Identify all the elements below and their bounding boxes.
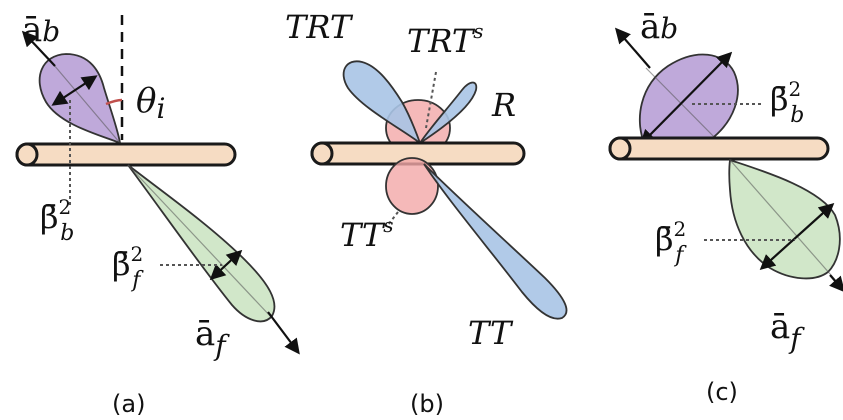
tt-s-lobe [385, 157, 439, 215]
trt-lobe [342, 60, 422, 146]
trt-s-label: TRTs [407, 19, 483, 60]
forward-lobe-axis [127, 164, 273, 319]
trt-s-lobe [419, 81, 478, 144]
a-b-label-c: āb [640, 7, 678, 47]
tt-s-leader [387, 211, 399, 226]
theta-arc [105, 98, 123, 106]
r-label: R [491, 86, 516, 124]
caption-b: (b) [410, 390, 444, 418]
caption-c: (c) [706, 378, 738, 406]
a-f-label: āf [195, 314, 230, 362]
back-lobe-width-arrow-c [639, 51, 733, 146]
forward-direction-arrow-c [829, 274, 843, 293]
a-b-label: āb [22, 10, 60, 50]
a-f-label-c: āf [770, 307, 805, 355]
theta-label: θi [136, 81, 165, 125]
panel-b: TRT TRTs R TTs TT (b) [285, 8, 568, 418]
back-scatter-lobe-c [638, 53, 739, 152]
tt-label: TT [468, 314, 514, 352]
back-direction-arrow [21, 30, 56, 67]
caption-a: (a) [112, 390, 145, 418]
forward-direction-arrow [267, 311, 300, 355]
hair-fiber-c [608, 136, 830, 161]
trt-label: TRT [285, 8, 354, 46]
back-lobe-width-arrow [51, 75, 98, 106]
forward-lobe-width-arrow [209, 249, 243, 281]
hair-fiber-b [310, 141, 526, 166]
forward-lobe-width-arrow-c [759, 202, 835, 271]
tt-lobe [423, 163, 568, 320]
tt-s-label: TTs [340, 213, 394, 254]
hair-fiber [15, 142, 237, 167]
